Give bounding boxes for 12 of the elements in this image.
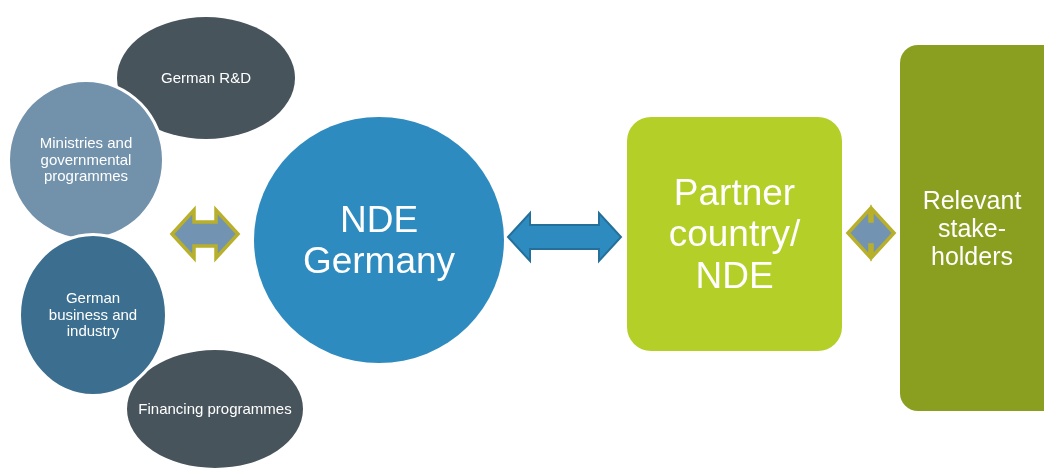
node-label: Relevant stake- holders (921, 186, 1023, 270)
rounded-box (627, 117, 842, 351)
node-label: Financing programmes (138, 400, 292, 418)
double-arrow (845, 204, 897, 262)
node-label: NDE Germany (301, 198, 457, 282)
node-label: German R&D (161, 69, 251, 87)
double-arrow (506, 210, 623, 264)
rounded-box (900, 45, 1044, 411)
double-arrow (169, 205, 241, 263)
node-label: German business and industry (47, 289, 139, 341)
node-label: Ministries and governmental programmes (38, 134, 134, 186)
node-label: Partner country/ NDE (667, 171, 802, 297)
